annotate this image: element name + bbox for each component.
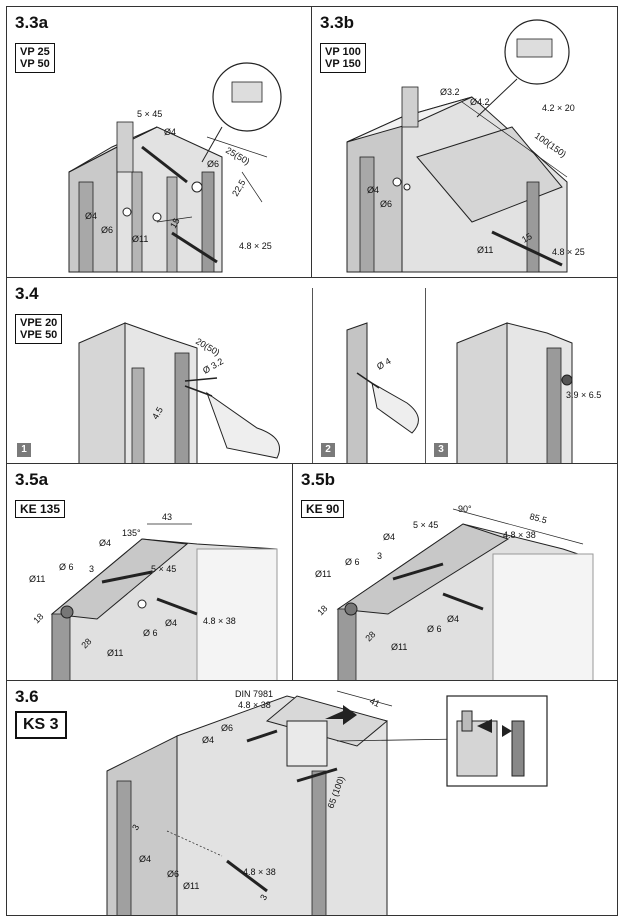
product-tag: KS 3 — [15, 711, 67, 739]
step-number: 3 — [434, 443, 448, 457]
product-tag: KE 90 — [301, 500, 345, 518]
tag-line: KE 135 — [20, 502, 61, 516]
label-screw-bottom: 4.8 × 25 — [552, 247, 585, 257]
panel-3-6: 3.6 KS 3 DIN 7981 4.8 × 38 Ø4 Ø6 41 65 (… — [6, 680, 618, 916]
product-tag: VP 25 VP 50 — [15, 43, 55, 73]
panel-3-4: 3.4 VPE 20 VPE 50 20(50) Ø 3.2 4.5 Ø 4 3… — [6, 277, 618, 464]
panel-3-5b: 3.5b KE 90 90° 85.5 5 × 45 4.8 × 38 Ø4 3… — [292, 463, 618, 681]
tag-line: KE 90 — [306, 502, 340, 516]
product-tag: VP 100 VP 150 — [320, 43, 366, 73]
tag-line: VP 150 — [325, 58, 361, 70]
label-d42: Ø4.2 — [470, 97, 490, 107]
drawing-3-3a: 5 × 45 Ø4 25(50) Ø6 22,5 Ø4 Ø6 Ø11 15 4.… — [68, 62, 282, 273]
label-dim-a: 20(50) — [194, 336, 222, 358]
label-dim-3b: 3 — [258, 893, 269, 902]
label-d11-left: Ø11 — [315, 569, 331, 579]
panel-3-5a: 3.5a KE 135 43 135° Ø4 3 Ø 6 5 × 45 Ø11 … — [6, 463, 293, 681]
drawing-3-5b: 90° 85.5 5 × 45 4.8 × 38 Ø4 3 Ø 6 Ø11 18… — [315, 504, 594, 680]
label-d11: Ø11 — [477, 245, 493, 255]
label-dim-3: 3 — [130, 823, 141, 832]
label-d4-b: Ø4 — [447, 614, 459, 624]
label-d11-b: Ø11 — [391, 642, 407, 652]
label-screw-top: 4.2 × 20 — [542, 103, 575, 113]
step-divider — [312, 288, 313, 463]
label-din: DIN 7981 — [235, 689, 273, 699]
panel-title: 3.5a — [15, 470, 49, 489]
label-dim-3: 3 — [89, 564, 94, 574]
label-d6-top: Ø6 — [221, 723, 233, 733]
label-d11: Ø11 — [132, 234, 148, 244]
label-dim-a: 25(50) — [224, 145, 252, 167]
product-tag: VPE 20 VPE 50 — [15, 314, 63, 344]
label-angle: 135° — [122, 528, 141, 538]
tag-line: KS 3 — [23, 716, 59, 733]
label-screw-top: 5 × 45 — [137, 109, 162, 119]
step-number: 2 — [321, 443, 335, 457]
label-screw-bottom: 4.8 × 38 — [203, 616, 236, 626]
label-d6-top: Ø 6 — [345, 557, 360, 567]
label-d6-b: Ø6 — [167, 869, 179, 879]
label-d4-left: Ø4 — [367, 185, 379, 195]
label-d11: Ø11 — [183, 881, 199, 891]
step-number: 1 — [17, 443, 31, 457]
label-dim-43: 43 — [162, 512, 172, 522]
tag-line: VPE 50 — [20, 329, 58, 341]
label-d6-top: Ø 6 — [59, 562, 74, 572]
label-dim-855: 85.5 — [528, 511, 548, 525]
label-d11-left: Ø11 — [29, 574, 45, 584]
label-d4: Ø 4 — [375, 356, 393, 372]
label-d4-b: Ø4 — [165, 618, 177, 628]
label-d4: Ø4 — [99, 538, 111, 548]
drawing-3-6: DIN 7981 4.8 × 38 Ø4 Ø6 41 65 (100) 3 Ø4… — [106, 689, 548, 915]
tag-line: VP 25 — [20, 46, 50, 58]
label-screw-top: 5 × 45 — [151, 564, 176, 574]
label-d4-top: Ø4 — [202, 735, 214, 745]
label-d4: Ø4 — [383, 532, 395, 542]
panel-3-3b: 3.3b VP 100 VP 150 Ø3.2 Ø4.2 4.2 × 20 10… — [311, 6, 618, 278]
label-screw-bottom: 4.8 × 38 — [243, 867, 276, 877]
step-divider — [425, 288, 426, 463]
drawing-3-5a: 43 135° Ø4 3 Ø 6 5 × 45 Ø11 18 28 Ø4 Ø 6… — [29, 512, 278, 680]
label-dim-a: 100(150) — [533, 130, 568, 159]
tag-line: VPE 20 — [20, 317, 58, 329]
label-screw: 3.9 × 6.5 — [566, 390, 601, 400]
drawing-3-3b: Ø3.2 Ø4.2 4.2 × 20 100(150) Ø4 Ø6 Ø11 15… — [346, 19, 585, 273]
tag-line: VP 100 — [325, 46, 361, 58]
label-d32: Ø 3.2 — [201, 356, 225, 376]
label-d11-b: Ø11 — [107, 648, 123, 658]
label-screw-top: 5 × 45 — [413, 520, 438, 530]
label-screw-bottom: 4.8 × 25 — [239, 241, 272, 251]
label-dim-b: 22,5 — [230, 178, 247, 198]
label-dim-3: 3 — [377, 551, 382, 561]
label-d4-b: Ø4 — [139, 854, 151, 864]
drawing-3-4: 20(50) Ø 3.2 4.5 Ø 4 3.9 × 6.5 — [78, 322, 601, 463]
label-d6-b: Ø 6 — [427, 624, 442, 634]
product-tag: KE 135 — [15, 500, 66, 518]
panel-title: 3.3b — [320, 13, 355, 32]
label-d4-top: Ø4 — [164, 127, 176, 137]
label-dim-c: 15 — [520, 231, 534, 245]
label-screw-right: 4.8 × 38 — [503, 530, 536, 540]
label-d6-left: Ø6 — [101, 225, 113, 235]
panel-title: 3.6 — [15, 687, 39, 706]
label-d6-b: Ø 6 — [143, 628, 158, 638]
panel-title: 3.3a — [15, 13, 49, 32]
label-d4-left: Ø4 — [85, 211, 97, 221]
label-d6-left: Ø6 — [380, 199, 392, 209]
label-din-screw: 4.8 × 38 — [238, 700, 271, 710]
label-angle: 90° — [458, 504, 472, 514]
label-dim-41: 41 — [368, 696, 381, 709]
panel-title: 3.4 — [15, 284, 39, 303]
panel-title: 3.5b — [301, 470, 336, 489]
label-d32: Ø3.2 — [440, 87, 460, 97]
label-d6-top: Ø6 — [207, 159, 219, 169]
label-dim-c: 15 — [168, 216, 182, 230]
panel-3-3a: 3.3a VP 25 VP 50 5 × 45 Ø4 25(50) Ø6 22,… — [6, 6, 312, 278]
label-dim-18: 18 — [31, 611, 45, 625]
label-dim-18: 18 — [315, 603, 329, 617]
tag-line: VP 50 — [20, 58, 50, 70]
